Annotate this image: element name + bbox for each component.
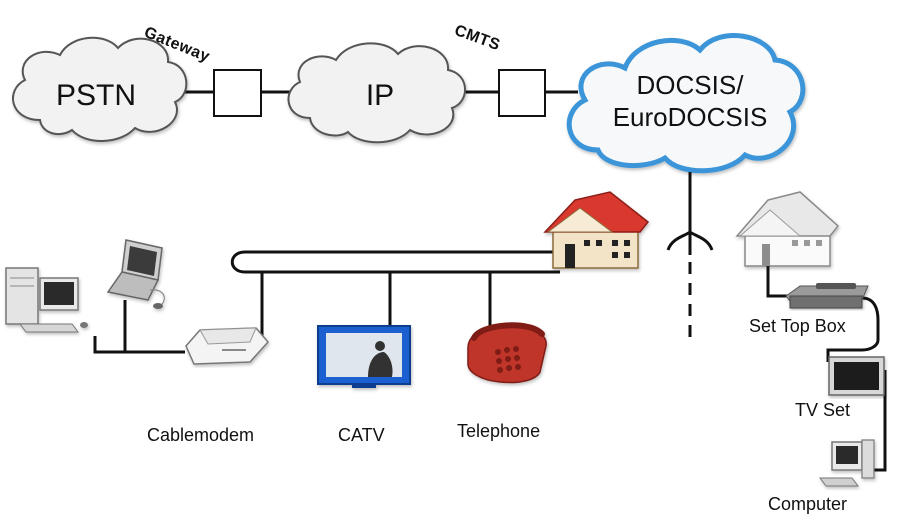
set-top-box-icon [785, 283, 869, 309]
right-house-icon [735, 191, 840, 267]
ip-label: IP [365, 79, 395, 112]
home-cabling [766, 266, 887, 472]
docsis-label-line1: DOCSIS/ [636, 70, 744, 100]
cmts-box [498, 69, 546, 117]
catv-icon [317, 325, 411, 388]
pstn-label: PSTN [55, 79, 136, 112]
desktop-pc-icon [5, 267, 88, 333]
gateway-box [213, 69, 262, 117]
telephone-icon [467, 322, 547, 384]
distribution-cable [230, 250, 560, 345]
telephone-label: Telephone [457, 421, 541, 441]
ip-cloud [287, 42, 466, 144]
catv-label: CATV [338, 425, 385, 445]
laptop-icon [106, 239, 165, 309]
cablemodem-label: Cablemodem [147, 425, 255, 445]
right-computer-icon [819, 439, 875, 487]
left-house-icon [543, 191, 650, 269]
tv-set-label: TV Set [795, 400, 851, 420]
docsis-cloud [566, 33, 806, 174]
pstn-cloud [12, 36, 188, 142]
cablemodem-icon [185, 327, 269, 365]
lan-cable [93, 336, 185, 354]
tv-set-icon [828, 356, 885, 396]
docsis-drop [666, 172, 714, 345]
set-top-box-label: Set Top Box [749, 316, 846, 336]
computer-label: Computer [768, 494, 848, 514]
docsis-label-line2: EuroDOCSIS [612, 102, 768, 132]
